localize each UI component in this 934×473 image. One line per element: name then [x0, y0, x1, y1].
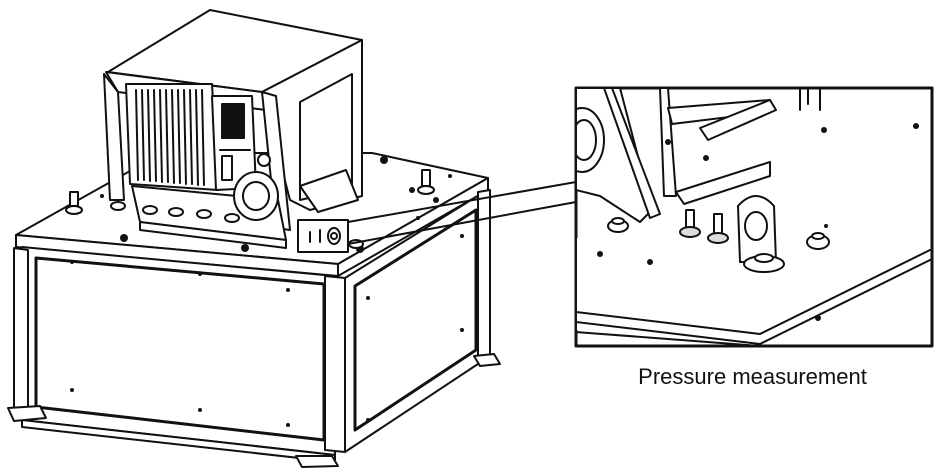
housing-base-edge — [139, 221, 287, 249]
controller-display — [221, 103, 245, 139]
cabinet-left-post — [13, 247, 29, 419]
callout-source-box — [297, 219, 349, 253]
leader-line-top — [347, 181, 577, 223]
detail-view — [574, 86, 934, 348]
detail-housing-edge — [603, 89, 661, 219]
detail-lifting-eye — [737, 195, 785, 273]
controller-terminal — [221, 155, 233, 181]
cabinet — [7, 152, 501, 468]
heat-sink-fins — [135, 89, 205, 186]
cabinet-rear-post — [477, 189, 491, 363]
foot-rear — [473, 353, 501, 367]
foot-front — [295, 455, 339, 468]
housing-front-left-post — [103, 73, 125, 201]
detail-caption: Pressure measurement — [638, 364, 867, 389]
base-fittings — [142, 205, 240, 223]
detail-pump-port — [577, 119, 597, 161]
callout-source-content — [309, 227, 341, 245]
cabinet-front-right-post — [324, 275, 346, 453]
detail-diagonal-bar — [699, 99, 777, 141]
drive-unit — [125, 83, 279, 223]
housing-side-bracket — [299, 169, 359, 213]
leader-line-bottom — [347, 201, 577, 245]
pump-port — [242, 181, 270, 211]
stud-rear — [417, 169, 435, 195]
pump-fitting — [257, 153, 271, 167]
detail-bracket — [675, 161, 771, 205]
pressure-test-point-2 — [707, 213, 729, 244]
pressure-test-point-1 — [679, 209, 701, 238]
front-rivets — [70, 234, 464, 427]
nut-left — [110, 201, 126, 211]
stud-left — [65, 191, 83, 215]
cabinet-front-panel — [34, 256, 326, 442]
foot-left — [7, 405, 47, 422]
detail-callout — [297, 181, 577, 253]
detail-rivets — [597, 123, 919, 321]
cabinet-side-panel — [353, 208, 478, 432]
